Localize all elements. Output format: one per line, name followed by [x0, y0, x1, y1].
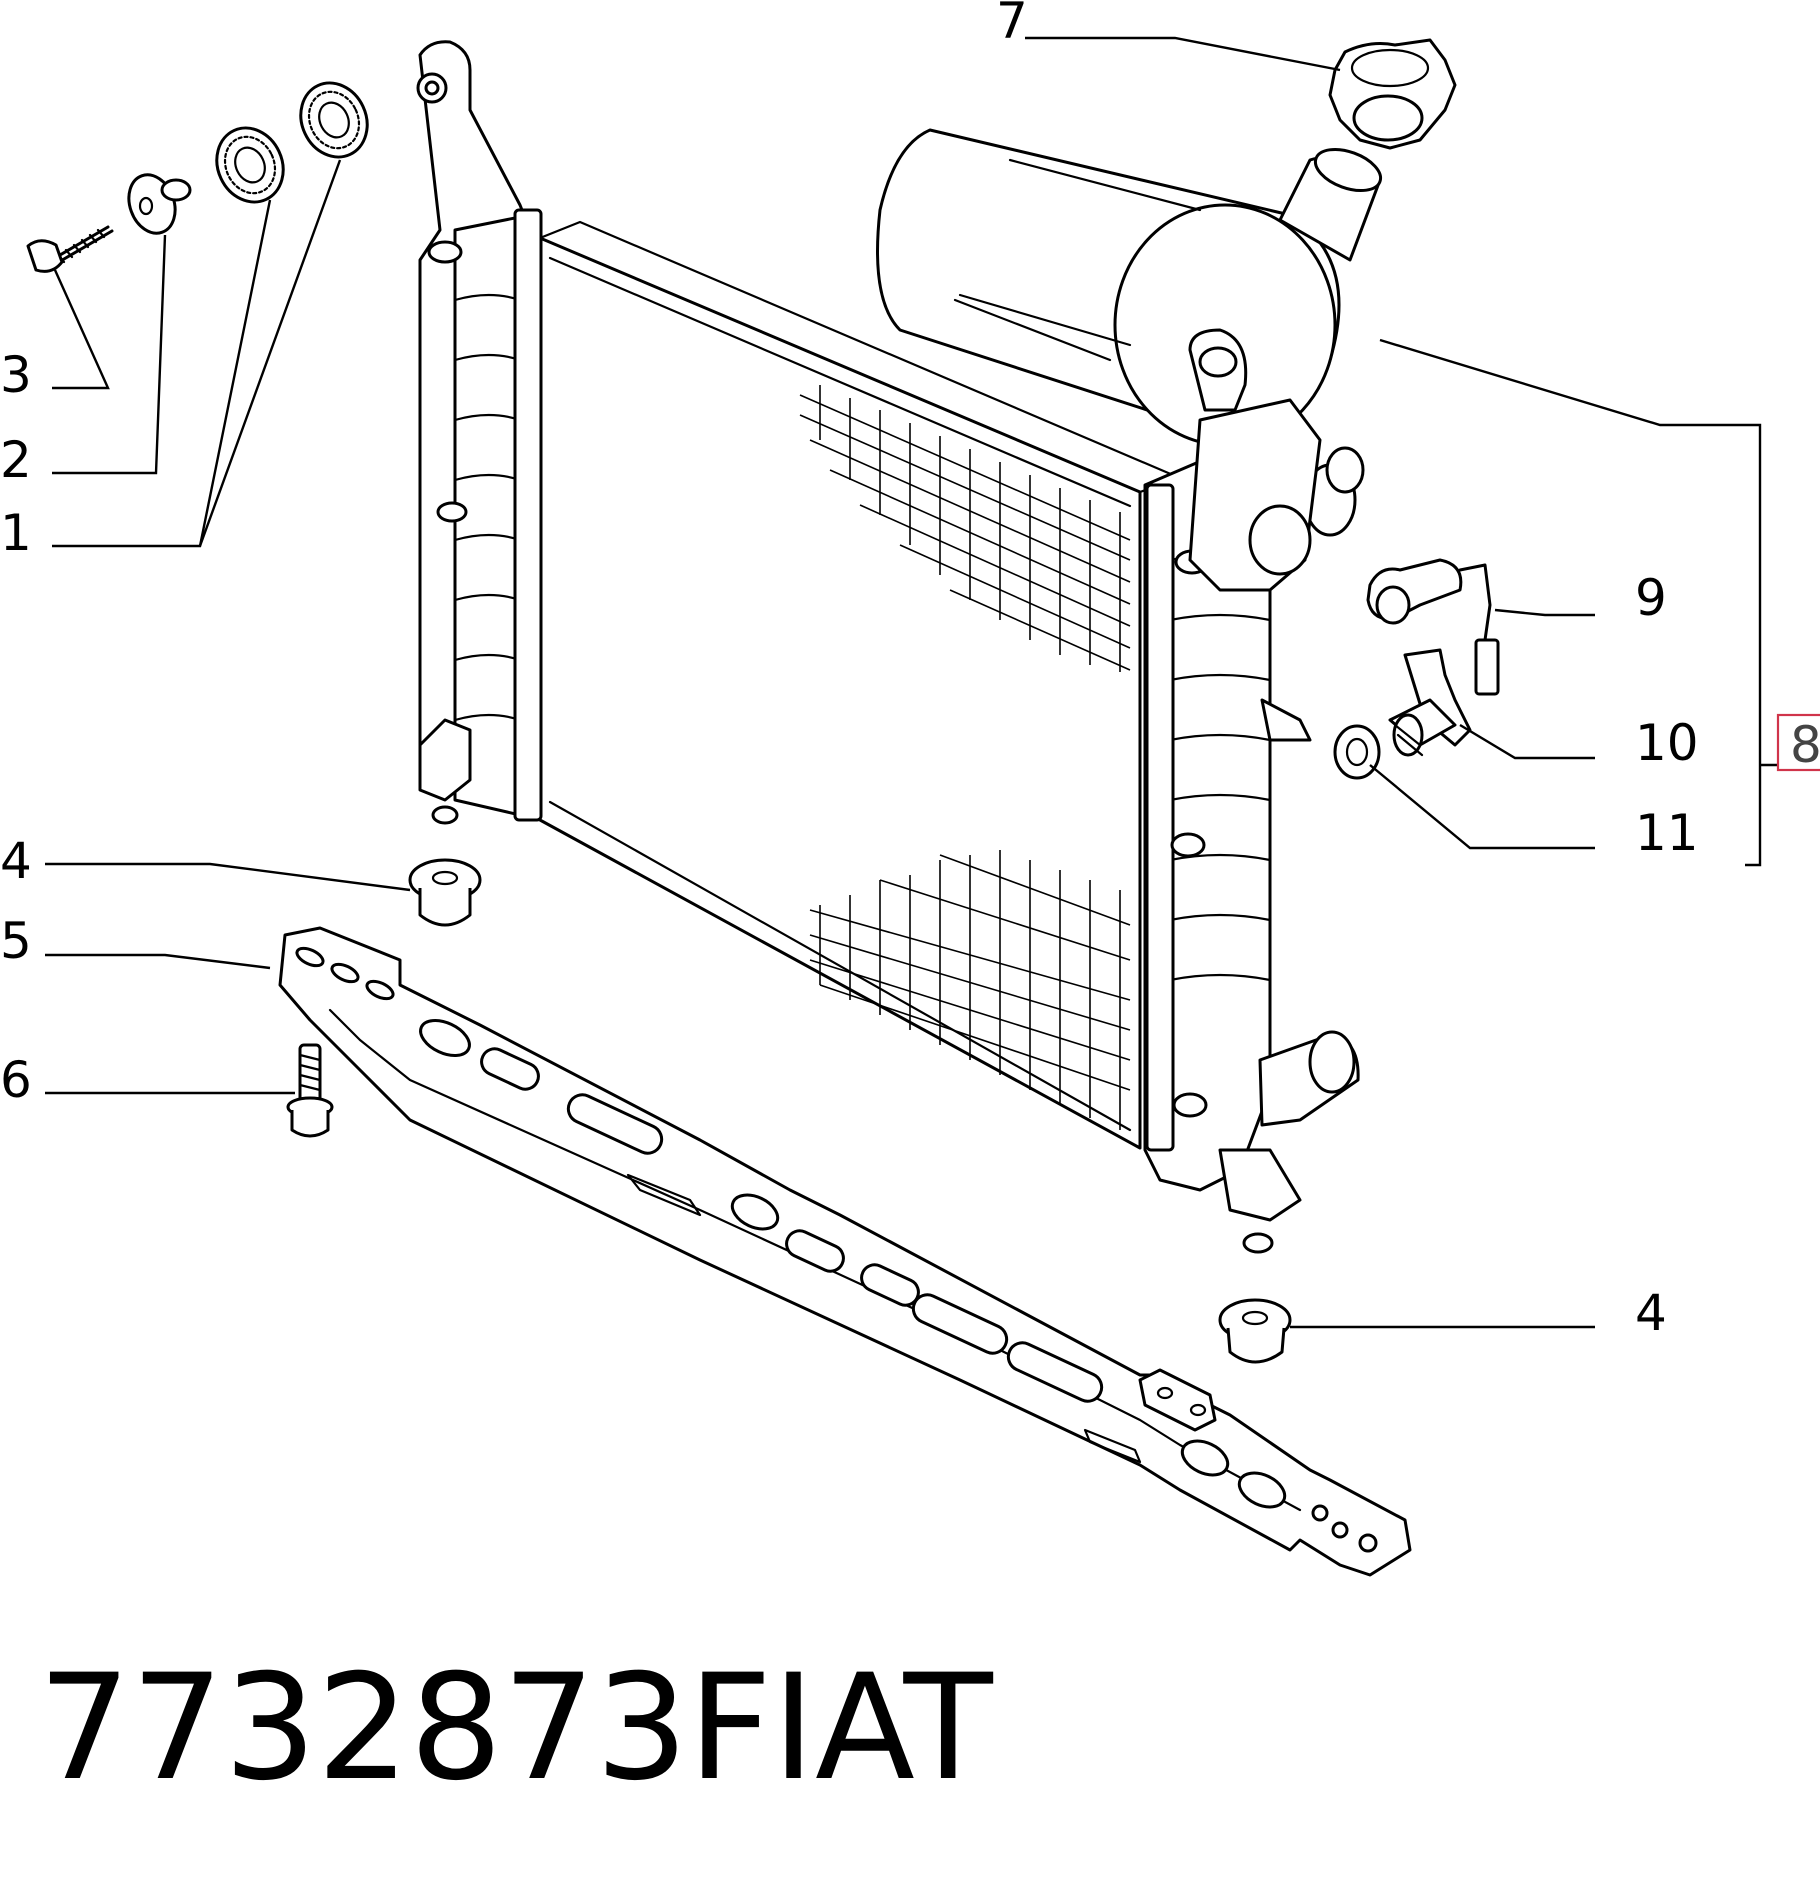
callout-8: 8 — [1790, 716, 1820, 774]
rubber-bush-1a — [215, 126, 285, 204]
rubber-mount-top — [408, 858, 482, 927]
rubber-mount-bottom — [1218, 1298, 1292, 1364]
expansion-tank — [876, 128, 1383, 592]
callout-10: 10 — [1635, 714, 1699, 772]
support-crossmember — [278, 926, 1412, 1577]
part-number: 7732873 — [38, 1643, 688, 1813]
drain-plug — [1388, 648, 1472, 757]
leader-lines — [45, 36, 1778, 1329]
core-mesh-bottom — [809, 850, 1131, 1130]
callout-6: 6 — [0, 1051, 32, 1109]
screw-3 — [26, 225, 114, 273]
callout-4-upper: 4 — [0, 832, 32, 890]
callout-4-lower: 4 — [1635, 1284, 1667, 1342]
callouts: 7 3 2 1 9 10 8 11 4 5 6 4 — [0, 0, 1820, 1342]
callout-11: 11 — [1635, 804, 1699, 862]
sealing-washer — [1333, 724, 1381, 780]
washer-2 — [127, 173, 192, 235]
callout-9: 9 — [1635, 569, 1667, 627]
filler-cap — [1328, 38, 1457, 150]
radiator-core — [538, 220, 1182, 1150]
callout-5: 5 — [0, 912, 32, 970]
callout-1: 1 — [0, 504, 32, 562]
temperature-sensor — [1366, 558, 1500, 696]
bolt-6 — [286, 1043, 334, 1138]
callout-2: 2 — [0, 431, 32, 489]
right-tank — [1143, 453, 1360, 1254]
callout-3: 3 — [0, 346, 32, 404]
rubber-bush-1b — [299, 81, 369, 159]
callout-8-highlight — [1776, 713, 1820, 772]
brand-name: FIAT — [688, 1643, 994, 1813]
callout-7: 7 — [996, 0, 1028, 50]
left-tank — [416, 40, 543, 825]
core-mesh-top — [799, 385, 1131, 672]
